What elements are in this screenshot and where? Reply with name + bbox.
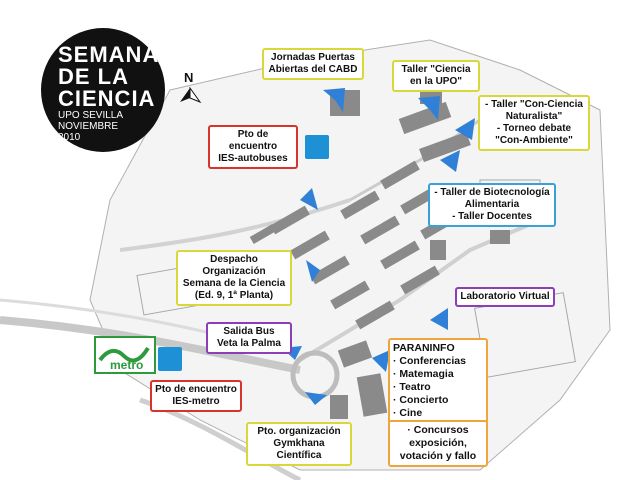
- arrow-paraninfo-icon: [372, 350, 390, 372]
- logo-subtitle-line5: NOVIEMBRE: [58, 121, 119, 132]
- logo-title-line2: DE LA: [58, 64, 129, 89]
- arrow-biotec-icon: [440, 150, 460, 172]
- arrow-taller-ciencia-icon: [418, 96, 440, 120]
- logo-circle: [41, 28, 165, 152]
- label-laboratorio: Laboratorio Virtual: [455, 287, 555, 307]
- arrow-autobuses-icon: [300, 188, 318, 210]
- bus-stop-icon: [305, 135, 329, 159]
- label-paraninfo: PARANINFO· Conferencias · Matemagia· Tea…: [388, 338, 488, 424]
- arrow-jornadas-icon: [323, 88, 345, 112]
- logo-subtitle-line4: UPO SEVILLA: [58, 110, 124, 121]
- logo-title-line1: SEMANA: [58, 42, 160, 67]
- north-label: N: [184, 70, 194, 85]
- metro-logo-label: metro: [110, 358, 144, 372]
- arrow-laboratorio-icon: [430, 308, 448, 330]
- arrow-despacho-icon: [306, 260, 320, 282]
- logo-subtitle-line6: 2010: [58, 132, 81, 143]
- arrow-gymkhana-icon: [305, 392, 327, 405]
- arrow-conciencia-icon: [455, 118, 475, 140]
- north-arrow-icon: [180, 86, 202, 104]
- logo-title-line3: CIENCIA: [58, 86, 156, 111]
- metro-logo: [94, 336, 156, 374]
- bus-stop-metro-icon: [158, 347, 182, 371]
